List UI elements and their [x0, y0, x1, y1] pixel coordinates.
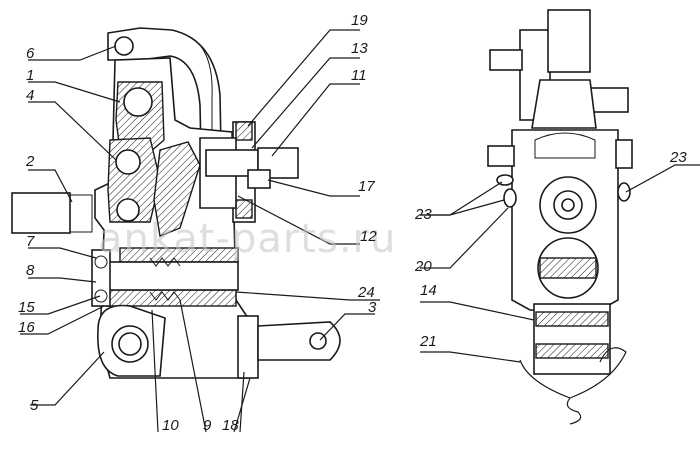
- label-5: 5: [30, 397, 39, 414]
- left-view: [11, 27, 341, 379]
- fork-pin: [309, 332, 327, 350]
- label-6: 6: [26, 45, 35, 62]
- fork: [257, 321, 341, 361]
- label-17: 17: [358, 178, 375, 195]
- plug-left-2: [503, 188, 517, 208]
- spring-seat: [247, 169, 271, 189]
- cap-ring-top: [235, 121, 253, 141]
- bolt-nut-bottom: [94, 289, 108, 303]
- label-8: 8: [26, 262, 35, 279]
- watermark: ankat-parts.ru: [98, 216, 396, 262]
- label-13: 13: [351, 40, 368, 57]
- left-stub: [489, 49, 523, 71]
- callout-labels: 6 1 4 2 7 8 15 16 5 19 13 11 17 12 24 3 …: [18, 12, 687, 434]
- lower-cap-section: [539, 257, 597, 279]
- label-18: 18: [222, 417, 239, 434]
- side-boss-right: [615, 139, 633, 169]
- label-12: 12: [360, 228, 377, 245]
- neck: [531, 79, 597, 129]
- right-view: [487, 9, 633, 425]
- label-11: 11: [351, 67, 367, 84]
- label-16: 16: [18, 319, 35, 336]
- top-window: [534, 132, 596, 159]
- fork-nut: [237, 315, 259, 379]
- spring-bore: [105, 261, 239, 291]
- handle: [11, 192, 71, 234]
- label-1: 1: [26, 67, 34, 84]
- right-stub: [587, 87, 629, 113]
- handle-neck: [70, 194, 93, 233]
- label-2: 2: [25, 153, 35, 170]
- label-10: 10: [162, 417, 179, 434]
- label-20: 20: [414, 258, 432, 275]
- label-14: 14: [420, 282, 437, 299]
- cap-ring-bottom: [235, 199, 253, 219]
- label-24: 24: [357, 284, 375, 301]
- lever-edge: [187, 35, 213, 196]
- lower-guide: [105, 289, 237, 307]
- pivot-bore: [115, 149, 141, 175]
- top-block: [547, 9, 591, 73]
- leader-lines: [20, 29, 700, 433]
- clevis-pin-top: [535, 311, 609, 327]
- bolt-nut-top: [94, 255, 108, 269]
- label-23-right: 23: [669, 149, 687, 166]
- lever-pivot: [123, 87, 153, 117]
- clip-spring: [566, 397, 582, 425]
- label-21: 21: [419, 333, 437, 350]
- label-4: 4: [26, 87, 34, 104]
- label-9: 9: [203, 417, 212, 434]
- label-3: 3: [368, 299, 377, 316]
- round-cap-center: [561, 198, 575, 212]
- wedge: [153, 141, 201, 237]
- label-7: 7: [26, 233, 35, 250]
- lever-hole: [114, 36, 134, 56]
- label-15: 15: [18, 299, 35, 316]
- side-boss-left: [487, 145, 515, 167]
- spring-coils: [149, 257, 181, 301]
- label-23-left: 23: [414, 206, 432, 223]
- plug-right: [617, 182, 631, 202]
- lower-eye-inner: [118, 332, 142, 356]
- label-19: 19: [351, 12, 368, 29]
- lower-bore: [116, 198, 140, 222]
- clevis-pin-bottom: [535, 343, 609, 359]
- retaining-clip: [519, 347, 627, 399]
